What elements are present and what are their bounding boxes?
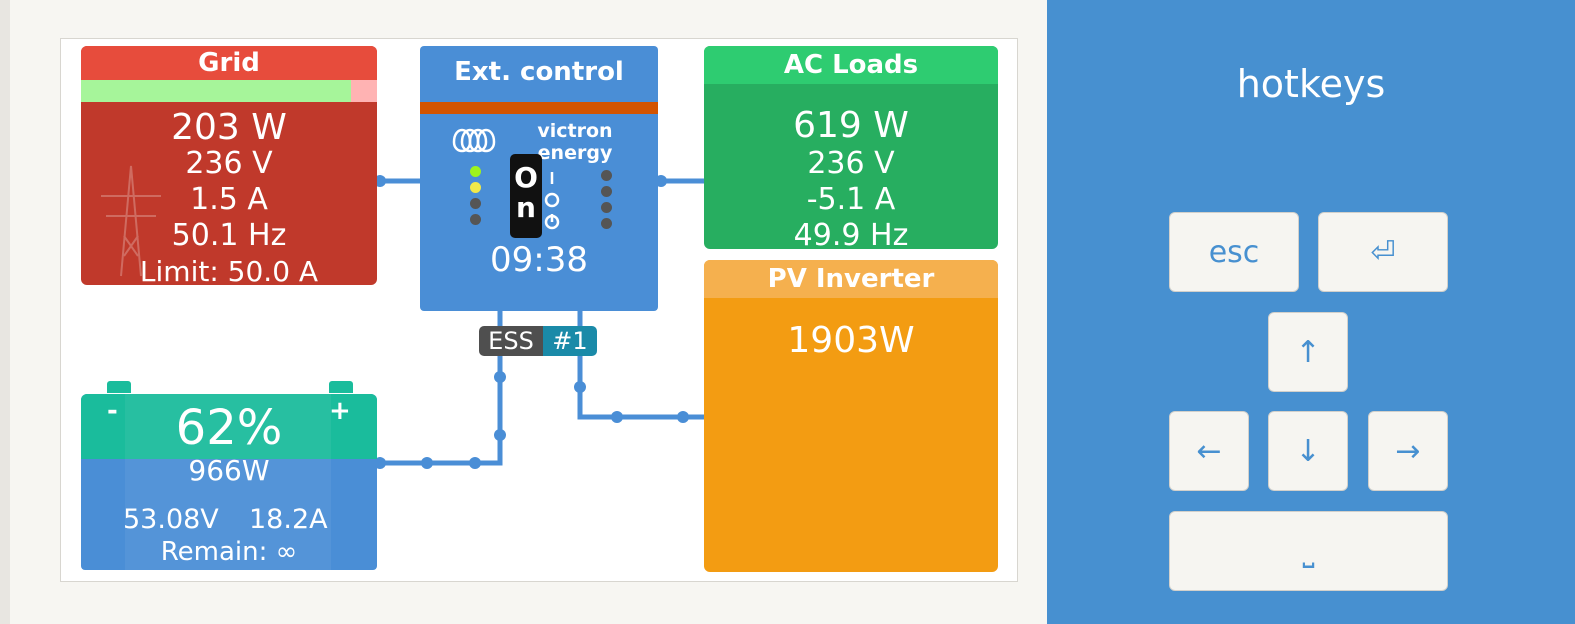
victron-logo: victron energy xyxy=(448,120,648,164)
led-column-left xyxy=(470,166,482,225)
grid-box[interactable]: Grid 203 W 236 V 1.5 A 50.1 Hz Limit: 50… xyxy=(81,46,377,285)
led-green xyxy=(470,166,481,177)
ac-loads-voltage: 236 V xyxy=(807,146,895,181)
battery-inner-panel xyxy=(125,394,331,570)
grid-limit: Limit: 50.0 A xyxy=(139,255,319,285)
ext-control-stripe xyxy=(420,102,658,114)
led-off xyxy=(470,214,481,225)
power-switch[interactable]: O n xyxy=(510,154,542,238)
space-key[interactable]: ⎵ xyxy=(1169,511,1448,591)
grid-load-bar xyxy=(81,80,377,102)
pv-inverter-body xyxy=(704,260,998,572)
down-arrow-key[interactable]: ↓ xyxy=(1268,411,1348,491)
pylon-icon xyxy=(101,165,161,277)
battery-plus-sign: + xyxy=(329,396,351,426)
grid-voltage: 236 V xyxy=(185,146,273,181)
battery-current: 18.2A xyxy=(249,504,328,535)
battery-box[interactable]: - + 62% 966W 53.08V 18.2A Remain: ∞ xyxy=(81,394,377,570)
left-arrow-key[interactable]: ← xyxy=(1169,411,1249,491)
grid-current: 1.5 A xyxy=(190,182,268,217)
grid-title: Grid xyxy=(81,46,377,80)
switch-label-top: O xyxy=(514,161,538,194)
overview-panel: Grid 203 W 236 V 1.5 A 50.1 Hz Limit: 50… xyxy=(60,38,1018,582)
battery-minus-sign: - xyxy=(107,396,118,426)
vrm-page: Grid 203 W 236 V 1.5 A 50.1 Hz Limit: 50… xyxy=(10,0,1047,624)
ext-control-title: Ext. control xyxy=(454,57,624,87)
battery-terminal-plus xyxy=(329,381,353,393)
victron-brand: victron energy xyxy=(537,120,613,164)
victron-logo-icon xyxy=(452,128,496,153)
switch-mode-icons xyxy=(544,172,560,230)
grid-load-bar-fill xyxy=(81,80,351,102)
battery-remain: Remain: ∞ xyxy=(160,537,298,567)
hotkeys-title: hotkeys xyxy=(1236,62,1386,106)
ess-number-tag: #1 xyxy=(543,326,597,356)
pv-inverter-title: PV Inverter xyxy=(704,260,998,298)
led-off xyxy=(470,198,481,209)
ac-loads-frequency: 49.9 Hz xyxy=(793,218,909,249)
hotkeys-panel: hotkeys esc ⏎ ↑ ← ↓ → ⎵ xyxy=(1047,0,1575,624)
pv-inverter-box[interactable]: PV Inverter 1903W xyxy=(704,260,998,572)
ext-control-box[interactable]: Ext. control victron energy O n xyxy=(420,46,658,311)
battery-soc: 62% xyxy=(175,400,283,456)
ext-control-time: 09:38 xyxy=(490,240,588,280)
led-off xyxy=(601,218,612,229)
switch-label-bottom: n xyxy=(516,191,536,224)
esc-key[interactable]: esc xyxy=(1169,212,1299,292)
led-off xyxy=(601,202,612,213)
right-arrow-key[interactable]: → xyxy=(1368,411,1448,491)
led-off xyxy=(601,186,612,197)
led-off xyxy=(601,170,612,181)
led-column-right xyxy=(601,170,613,229)
ac-loads-power: 619 W xyxy=(793,105,909,146)
battery-voltage: 53.08V xyxy=(123,504,219,535)
enter-key[interactable]: ⏎ xyxy=(1318,212,1448,292)
ess-mode-tag: ESS xyxy=(479,326,543,356)
battery-power: 966W xyxy=(188,454,270,487)
pv-inverter-power: 1903W xyxy=(787,320,915,361)
ac-loads-current: -5.1 A xyxy=(806,182,896,217)
up-arrow-key[interactable]: ↑ xyxy=(1268,312,1348,392)
led-yellow xyxy=(470,182,481,193)
battery-terminal-minus xyxy=(107,381,131,393)
ac-loads-title: AC Loads xyxy=(704,46,998,84)
grid-power: 203 W xyxy=(171,107,287,148)
ac-loads-box[interactable]: AC Loads 619 W 236 V -5.1 A 49.9 Hz xyxy=(704,46,998,249)
grid-frequency: 50.1 Hz xyxy=(171,218,287,253)
battery-soc-fill xyxy=(81,394,377,459)
